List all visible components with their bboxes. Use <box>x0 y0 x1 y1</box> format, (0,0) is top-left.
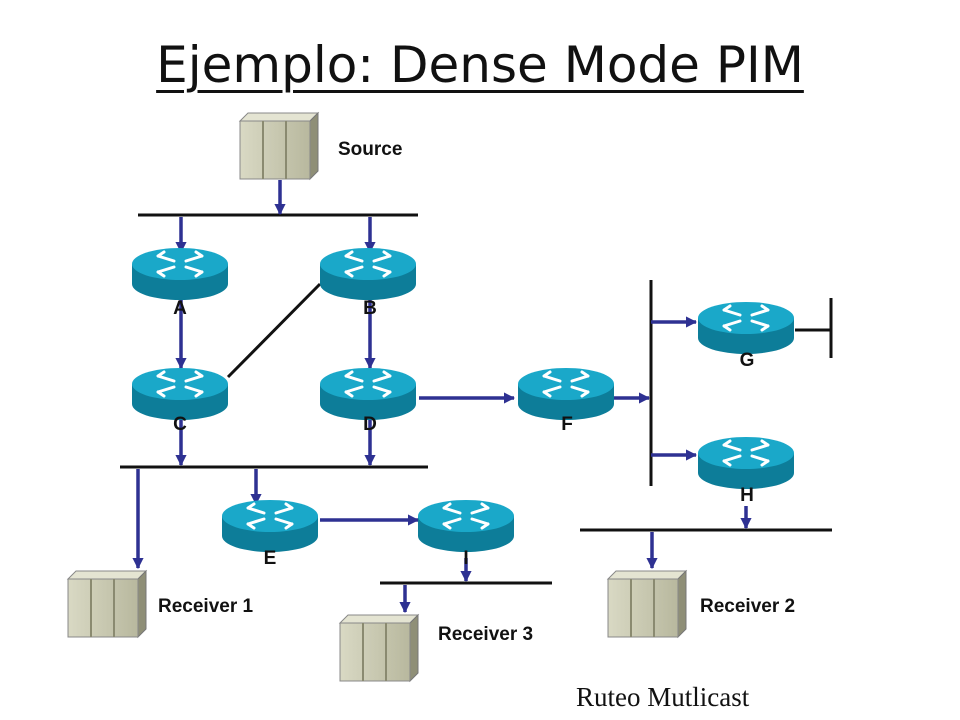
host-receiver3 <box>339 614 419 682</box>
router-label-e: E <box>264 548 277 569</box>
router-d <box>318 366 418 422</box>
router-f <box>516 366 616 422</box>
router-label-f: F <box>561 414 573 435</box>
label-receiver1: Receiver 1 <box>158 596 254 617</box>
router-label-a: A <box>173 298 187 319</box>
slide-title: Ejemplo: Dense Mode PIM <box>156 36 804 94</box>
router-i <box>416 498 516 554</box>
host-receiver1 <box>67 570 147 638</box>
router-g <box>696 300 796 356</box>
router-a <box>130 246 230 302</box>
router-h <box>696 435 796 491</box>
router-label-h: H <box>740 485 754 506</box>
host-receiver2 <box>607 570 687 638</box>
router-c <box>130 366 230 422</box>
link-c-b <box>226 282 322 379</box>
router-e <box>220 498 320 554</box>
label-source: Source <box>338 139 402 160</box>
label-receiver3: Receiver 3 <box>438 624 533 645</box>
label-receiver2: Receiver 2 <box>700 596 795 617</box>
host-source <box>239 112 319 180</box>
router-label-d: D <box>363 414 377 435</box>
router-b <box>318 246 418 302</box>
router-label-c: C <box>173 414 187 435</box>
router-label-b: B <box>363 298 377 319</box>
footer-caption: Ruteo Mutlicast <box>576 682 750 712</box>
router-label-i: I <box>463 548 468 569</box>
router-label-g: G <box>740 350 755 371</box>
